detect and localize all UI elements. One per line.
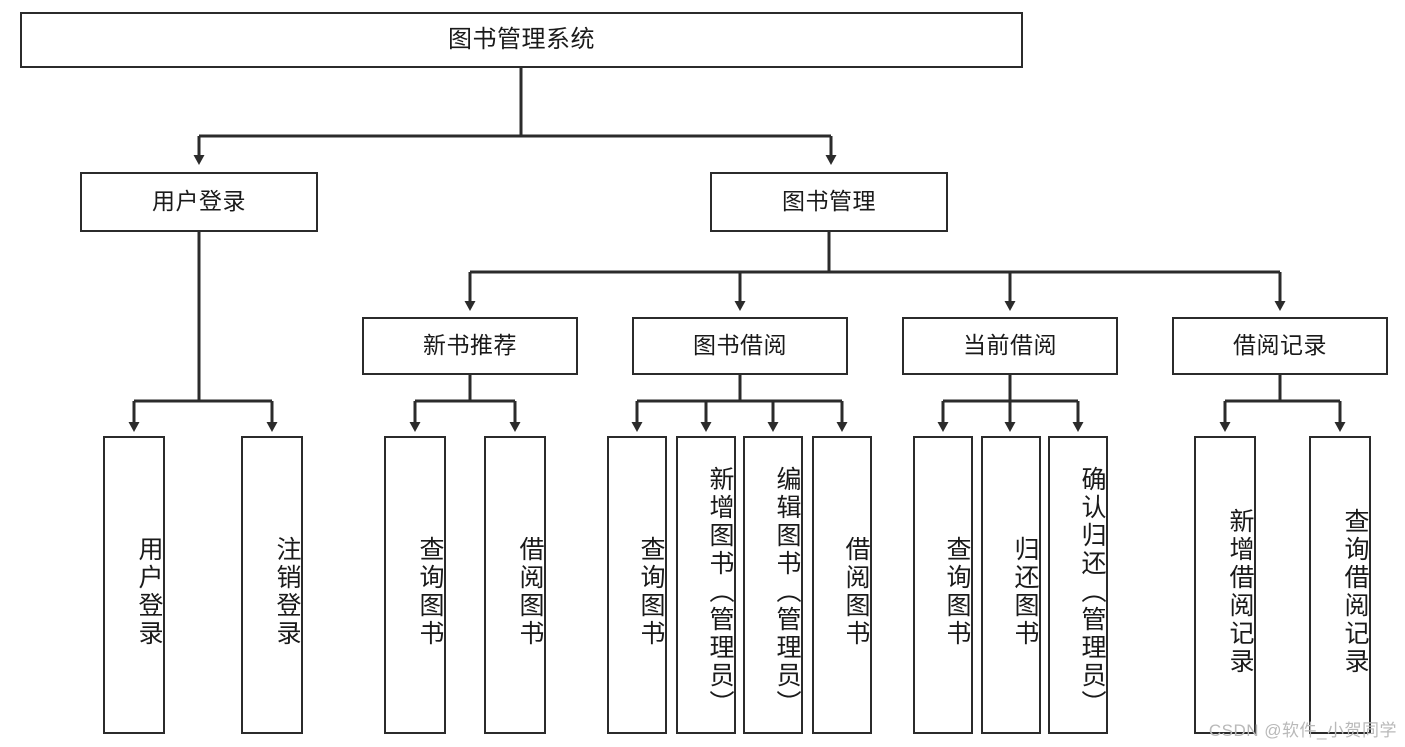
node-label: 新书推荐 <box>423 332 517 359</box>
node-label: 查询图书 <box>416 536 444 648</box>
node-label: 借阅图书 <box>842 536 870 648</box>
node-label: 确认归还（管理员） <box>1078 466 1106 718</box>
leaf-edit-book[interactable]: 编辑图书（管理员） <box>743 436 803 734</box>
node-label: 图书管理 <box>782 188 876 215</box>
node-label: 用户登录 <box>135 536 163 648</box>
leaf-add-book[interactable]: 新增图书（管理员） <box>676 436 736 734</box>
node-new-book-recommend[interactable]: 新书推荐 <box>362 317 578 375</box>
node-root-system[interactable]: 图书管理系统 <box>20 12 1023 68</box>
node-label: 图书管理系统 <box>448 25 595 53</box>
leaf-borrow-book-recommend[interactable]: 借阅图书 <box>484 436 546 734</box>
node-label: 归还图书 <box>1011 536 1039 648</box>
node-label: 借阅图书 <box>516 536 544 648</box>
leaf-borrow-book[interactable]: 借阅图书 <box>812 436 872 734</box>
node-label: 查询图书 <box>637 536 665 648</box>
leaf-user-login[interactable]: 用户登录 <box>103 436 165 734</box>
node-label: 编辑图书（管理员） <box>773 466 801 718</box>
leaf-query-book-current[interactable]: 查询图书 <box>913 436 973 734</box>
leaf-confirm-return[interactable]: 确认归还（管理员） <box>1048 436 1108 734</box>
watermark-text: CSDN @软件_小贺同学 <box>1208 721 1397 740</box>
node-label: 用户登录 <box>152 188 246 215</box>
leaf-add-borrow-record[interactable]: 新增借阅记录 <box>1194 436 1256 734</box>
leaf-query-book-recommend[interactable]: 查询图书 <box>384 436 446 734</box>
node-label: 借阅记录 <box>1233 332 1327 359</box>
node-user-login[interactable]: 用户登录 <box>80 172 318 232</box>
node-label: 图书借阅 <box>693 332 787 359</box>
node-label: 当前借阅 <box>963 332 1057 359</box>
node-book-management[interactable]: 图书管理 <box>710 172 948 232</box>
node-label: 查询图书 <box>943 536 971 648</box>
node-label: 注销登录 <box>273 536 301 648</box>
leaf-return-book[interactable]: 归还图书 <box>981 436 1041 734</box>
node-book-borrow[interactable]: 图书借阅 <box>632 317 848 375</box>
leaf-query-book-borrow[interactable]: 查询图书 <box>607 436 667 734</box>
leaf-query-borrow-record[interactable]: 查询借阅记录 <box>1309 436 1371 734</box>
node-borrow-record[interactable]: 借阅记录 <box>1172 317 1388 375</box>
node-label: 新增图书（管理员） <box>706 466 734 718</box>
leaf-logout-login[interactable]: 注销登录 <box>241 436 303 734</box>
node-label: 新增借阅记录 <box>1226 508 1254 676</box>
node-label: 查询借阅记录 <box>1341 508 1369 676</box>
node-current-borrow[interactable]: 当前借阅 <box>902 317 1118 375</box>
